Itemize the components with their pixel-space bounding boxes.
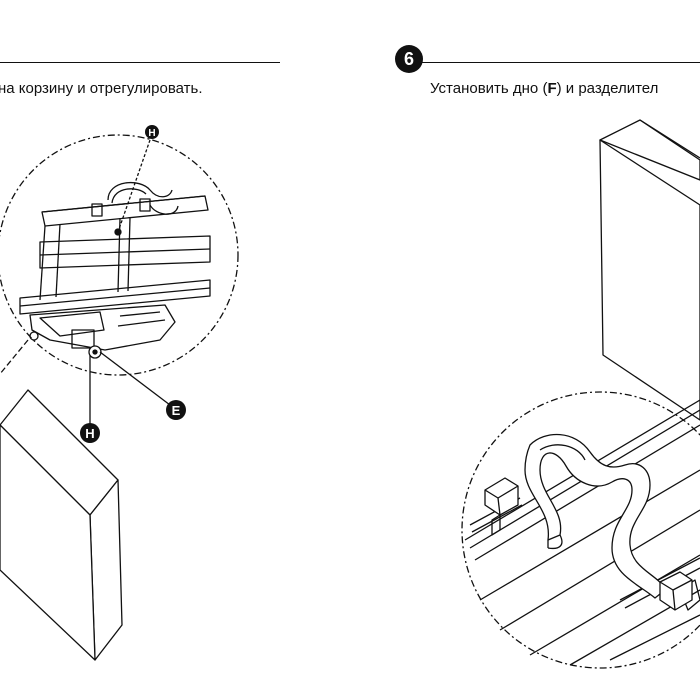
label-e-text: E: [172, 403, 181, 418]
right-caption-prefix: Установить дно (: [430, 80, 548, 97]
right-cabinet-panel: [599, 119, 700, 421]
step-number: 6: [403, 48, 414, 69]
right-caption-suffix: ) и разделител: [556, 80, 659, 97]
label-h-top-leader: [117, 139, 151, 233]
s-shaped-divider: [524, 433, 666, 599]
left-header-rule: [0, 62, 280, 63]
left-cabinet-panel: [0, 389, 123, 661]
label-h-top-text: H: [148, 128, 155, 139]
left-caption: на корзину и отрегулировать.: [0, 80, 203, 97]
divider-clips: [484, 477, 693, 611]
right-caption: Установить дно (F) и разделител: [430, 80, 658, 97]
right-header-rule: [420, 62, 700, 63]
step-number-badge: 6: [395, 45, 423, 73]
label-h-bottom: H: [80, 423, 100, 443]
label-h-bottom-text: H: [85, 426, 94, 441]
right-caption-part-label: F: [547, 80, 557, 97]
label-e: E: [166, 400, 186, 420]
left-detail-leader: [0, 339, 29, 375]
basket-frame: [19, 181, 211, 359]
label-e-leader: [99, 351, 171, 406]
right-detail-circle: [461, 391, 700, 669]
left-detail-circle: [0, 134, 239, 376]
label-h-top: H: [145, 125, 159, 139]
